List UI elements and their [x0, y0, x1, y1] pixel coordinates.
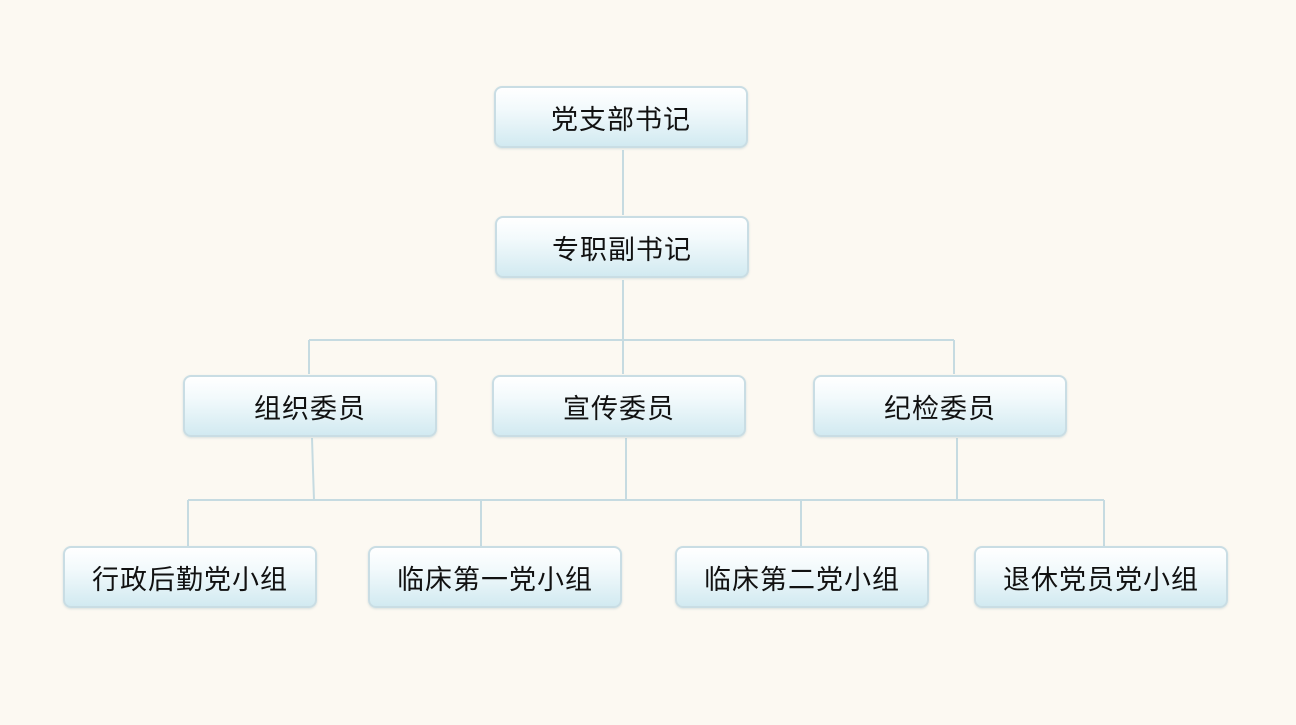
node-organization-member: 组织委员 [183, 375, 437, 437]
node-label: 纪检委员 [884, 393, 996, 425]
node-clinical-first-party-group: 临床第一党小组 [368, 546, 622, 608]
node-label: 临床第一党小组 [397, 564, 593, 596]
node-clinical-second-party-group: 临床第二党小组 [675, 546, 929, 608]
node-label: 党支部书记 [551, 104, 691, 136]
node-propaganda-member: 宣传委员 [492, 375, 746, 437]
node-label: 组织委员 [254, 393, 366, 425]
node-party-branch-secretary: 党支部书记 [494, 86, 748, 148]
node-discipline-inspection-member: 纪检委员 [813, 375, 1067, 437]
node-admin-logistics-party-group: 行政后勤党小组 [63, 546, 317, 608]
node-label: 临床第二党小组 [704, 564, 900, 596]
node-retired-members-party-group: 退休党员党小组 [974, 546, 1228, 608]
node-label: 行政后勤党小组 [92, 564, 288, 596]
node-label: 专职副书记 [552, 234, 692, 266]
node-label: 宣传委员 [563, 393, 675, 425]
node-label: 退休党员党小组 [1003, 564, 1199, 596]
node-full-time-deputy-secretary: 专职副书记 [495, 216, 749, 278]
connector-organization-down [311, 437, 315, 501]
